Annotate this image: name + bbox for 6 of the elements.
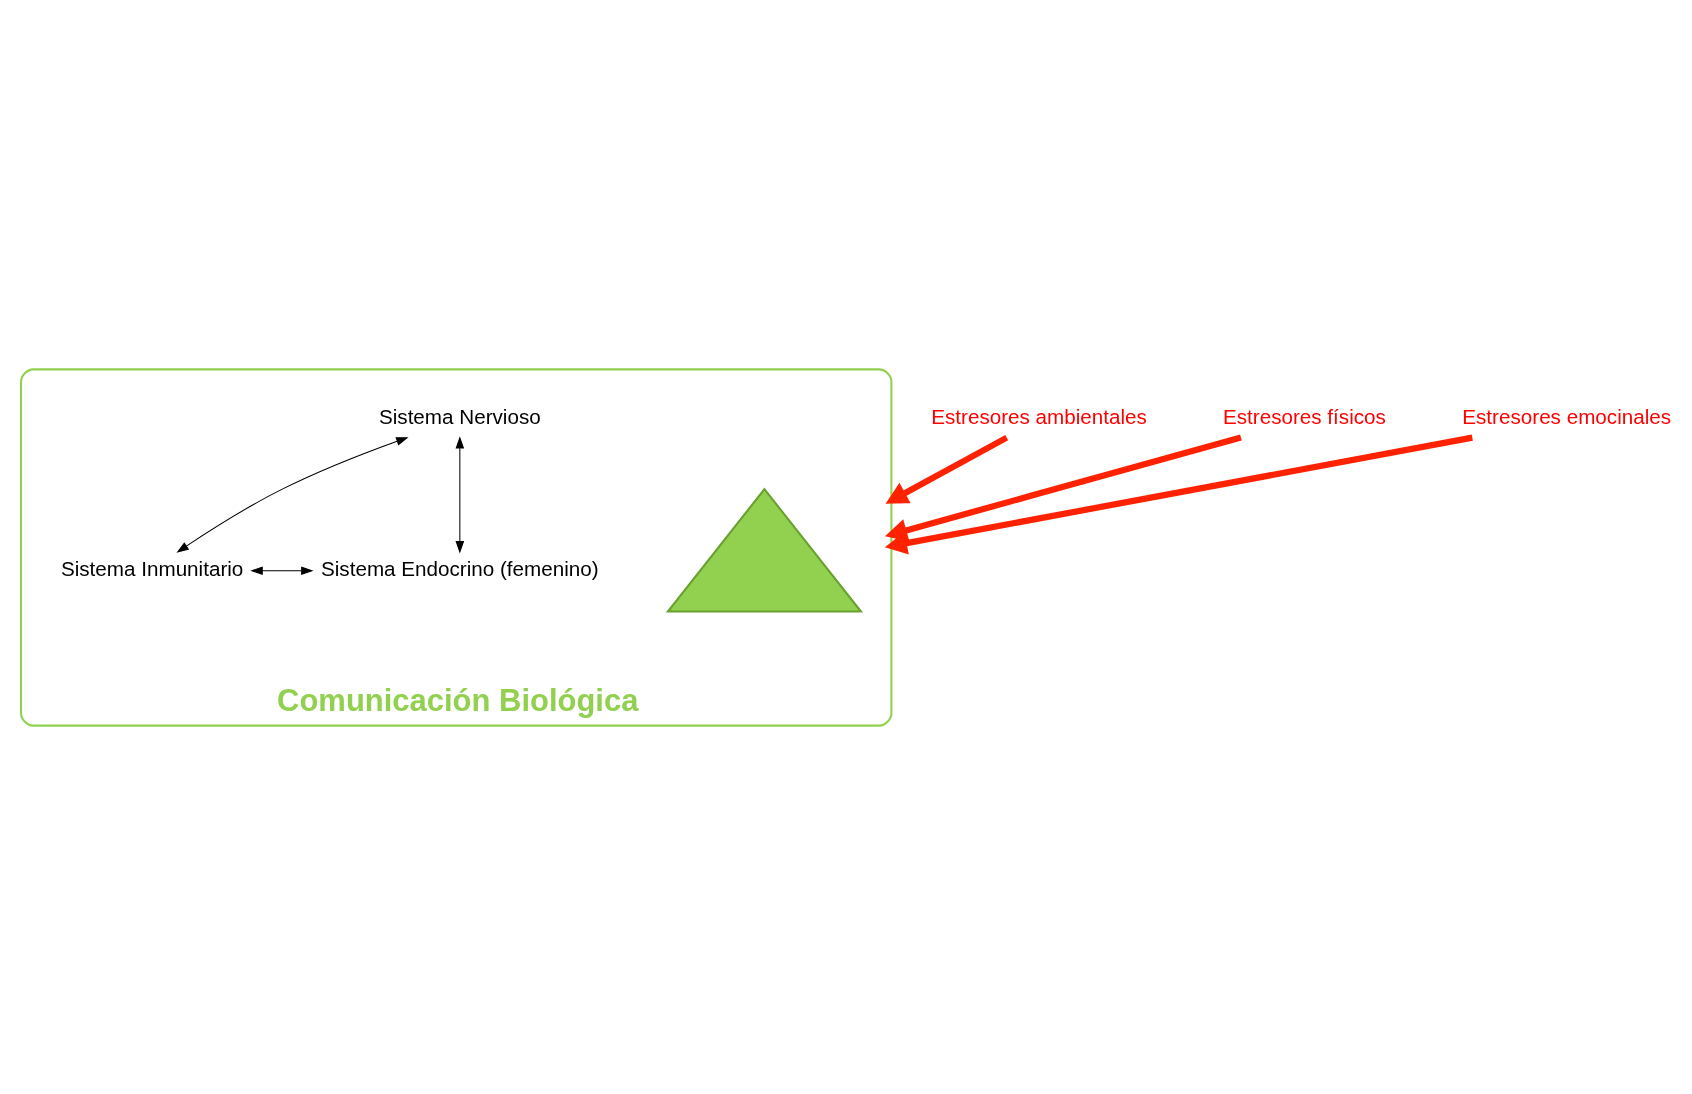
- node-text: Sistema Inmunitario: [60, 556, 244, 580]
- node-text: Estresores ambientales: [931, 404, 1147, 428]
- node-text: Estresores emocinales: [1462, 404, 1672, 428]
- node-text: Estresores físicos: [1222, 404, 1386, 428]
- node-text: Sistema Endocrino (femenino): [321, 556, 599, 580]
- node-text: Sistema Nervioso: [378, 404, 541, 428]
